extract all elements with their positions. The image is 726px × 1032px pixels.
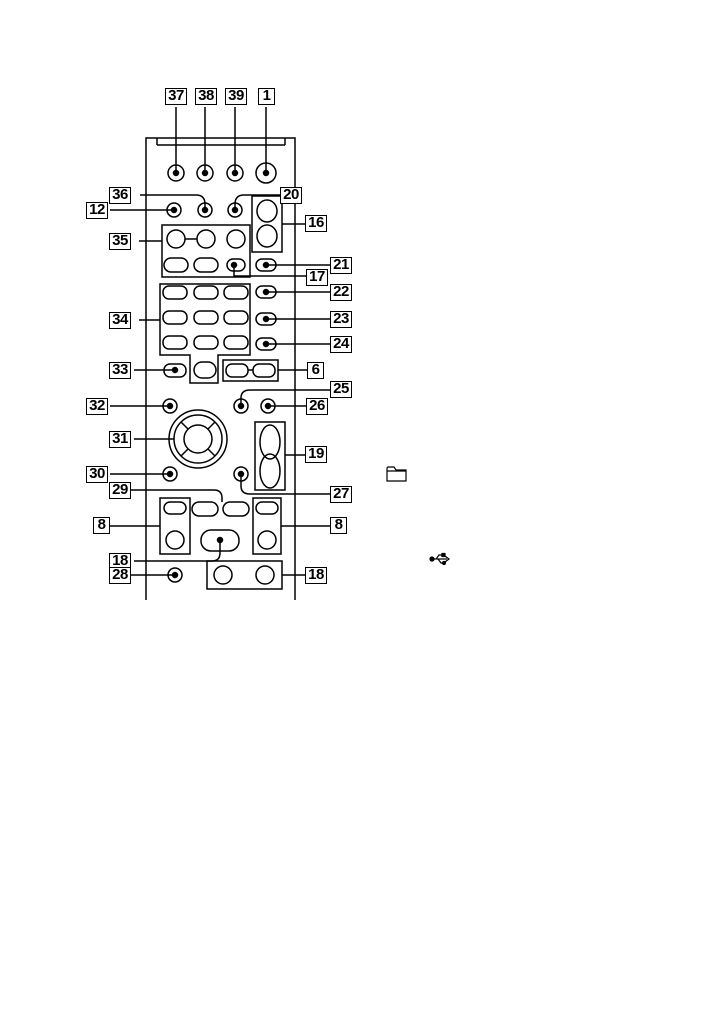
callout-12: 12 [86, 202, 108, 219]
callout-22: 22 [330, 284, 352, 301]
leader-29 [131, 489, 223, 502]
callout-36: 36 [109, 187, 131, 204]
callout-37: 37 [165, 88, 187, 105]
callout-35: 35 [109, 233, 131, 250]
callout-34: 34 [109, 312, 131, 329]
callout-32: 32 [86, 398, 108, 415]
callout-17: 17 [306, 269, 328, 286]
group-35 [139, 224, 251, 278]
buttons-17-21 [226, 258, 330, 277]
second-row [110, 194, 305, 253]
callout-1: 1 [258, 88, 275, 105]
callout-19: 19 [305, 446, 327, 463]
button-16-upper [256, 199, 278, 223]
callout-33: 33 [109, 362, 131, 379]
usb-icon [429, 552, 450, 566]
callout-31: 31 [109, 431, 131, 448]
callout-39: 39 [225, 88, 247, 105]
buttons-25-26-32 [110, 389, 330, 414]
callout-28: 28 [109, 567, 131, 584]
callout-30: 30 [86, 466, 108, 483]
callout-20: 20 [280, 187, 302, 204]
callout-6: 6 [307, 362, 324, 379]
callout-25: 25 [330, 381, 352, 398]
group-34-keypad [139, 283, 251, 384]
groups-8 [110, 497, 330, 555]
top-buttons [167, 107, 277, 184]
callout-8-left: 8 [93, 517, 110, 534]
remote-body [145, 137, 296, 600]
button-16-lower [256, 224, 278, 248]
callout-21: 21 [330, 257, 352, 274]
callout-29: 29 [109, 482, 131, 499]
bottom-row [131, 560, 305, 590]
buttons-22-23-24 [255, 285, 330, 351]
callout-23: 23 [330, 311, 352, 328]
callout-18-bottom: 18 [305, 567, 327, 584]
group-19 [254, 421, 305, 491]
callout-27: 27 [330, 486, 352, 503]
callout-24: 24 [330, 336, 352, 353]
callout-8-right: 8 [330, 517, 347, 534]
nav-pad-31 [134, 409, 228, 469]
callout-16: 16 [305, 215, 327, 232]
buttons-33-6 [134, 359, 307, 382]
folder-icon [386, 466, 407, 482]
callout-38: 38 [195, 88, 217, 105]
buttons-30-27 [110, 466, 330, 495]
callout-26: 26 [306, 398, 328, 415]
